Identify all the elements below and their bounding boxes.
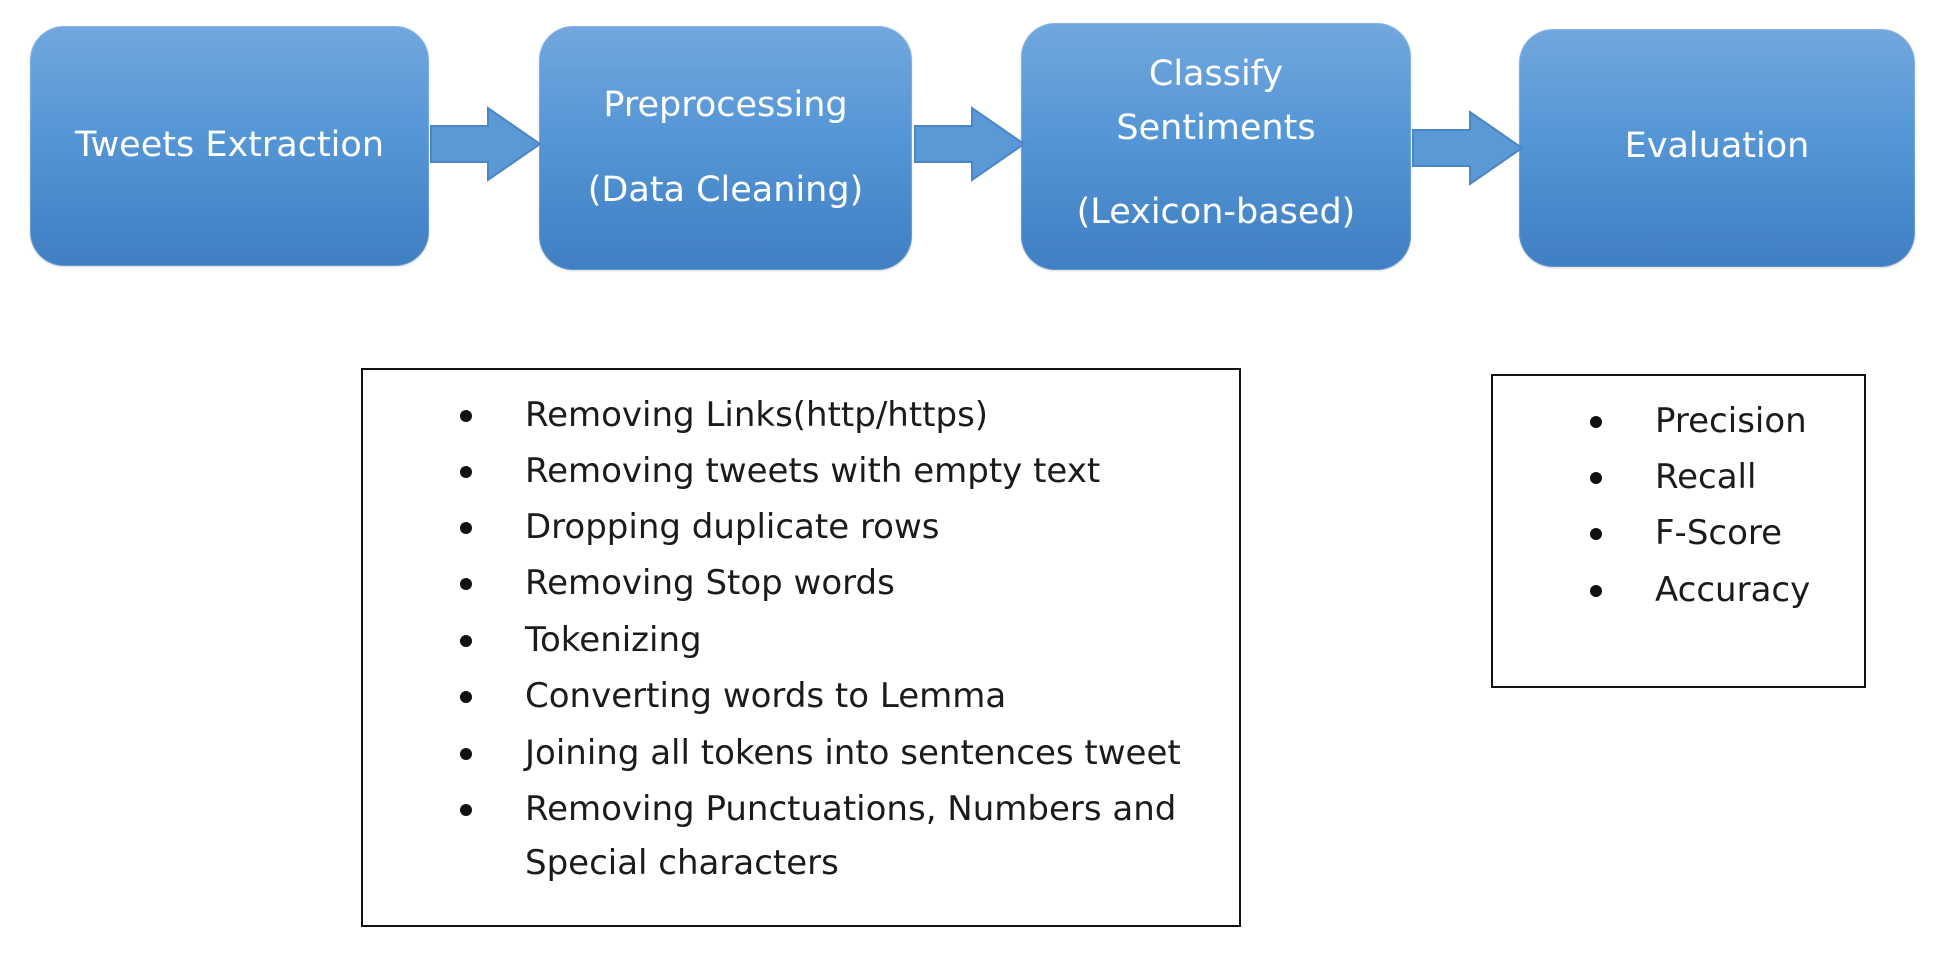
metric-item: Precision — [1655, 401, 1807, 441]
step-classify-sentiments: Classify Sentiments (Lexicon-based) — [1021, 23, 1411, 270]
bullet-icon — [460, 691, 472, 703]
step-tweets-extraction: Tweets Extraction — [30, 26, 429, 266]
step-label: Classify — [1148, 54, 1284, 94]
step-sublabel: (Data Cleaning) — [587, 170, 864, 210]
bullet-icon — [1590, 416, 1602, 428]
bullet-icon — [460, 578, 472, 590]
list-item: Dropping duplicate rows — [525, 507, 940, 547]
list-item: Converting words to Lemma — [525, 676, 1007, 716]
metrics-panel: Precision Recall F-Score Accuracy — [1491, 374, 1866, 688]
bullet-icon — [460, 522, 472, 534]
list-item: Removing Punctuations, Numbers and — [525, 789, 1177, 829]
bullet-icon — [1590, 472, 1602, 484]
arrow-right-icon — [1412, 110, 1524, 186]
metric-item: Recall — [1655, 457, 1757, 497]
bullet-icon — [460, 804, 472, 816]
arrow-right-icon — [914, 106, 1026, 182]
step-label: Preprocessing — [603, 85, 848, 125]
bullet-icon — [460, 748, 472, 760]
bullet-icon — [460, 635, 472, 647]
step-label: Tweets Extraction — [74, 125, 385, 165]
list-item: Removing tweets with empty text — [525, 451, 1101, 491]
bullet-icon — [460, 410, 472, 422]
metric-item: Accuracy — [1655, 570, 1811, 610]
step-sublabel: (Lexicon-based) — [1076, 192, 1356, 232]
step-preprocessing: Preprocessing (Data Cleaning) — [539, 26, 912, 270]
list-item-continuation: Special characters — [525, 843, 839, 883]
step-label: Evaluation — [1624, 126, 1810, 166]
bullet-icon — [460, 466, 472, 478]
cleaning-steps-panel: Removing Links(http/https) Removing twee… — [361, 368, 1241, 927]
list-item: Removing Stop words — [525, 563, 895, 603]
step-evaluation: Evaluation — [1519, 29, 1915, 267]
metric-item: F-Score — [1655, 513, 1783, 553]
step-label-second: Sentiments — [1116, 108, 1316, 148]
bullet-icon — [1590, 585, 1602, 597]
arrow-right-icon — [430, 106, 542, 182]
list-item: Joining all tokens into sentences tweet — [525, 733, 1181, 773]
list-item: Removing Links(http/https) — [525, 395, 989, 435]
bullet-icon — [1590, 528, 1602, 540]
list-item: Tokenizing — [525, 620, 702, 660]
